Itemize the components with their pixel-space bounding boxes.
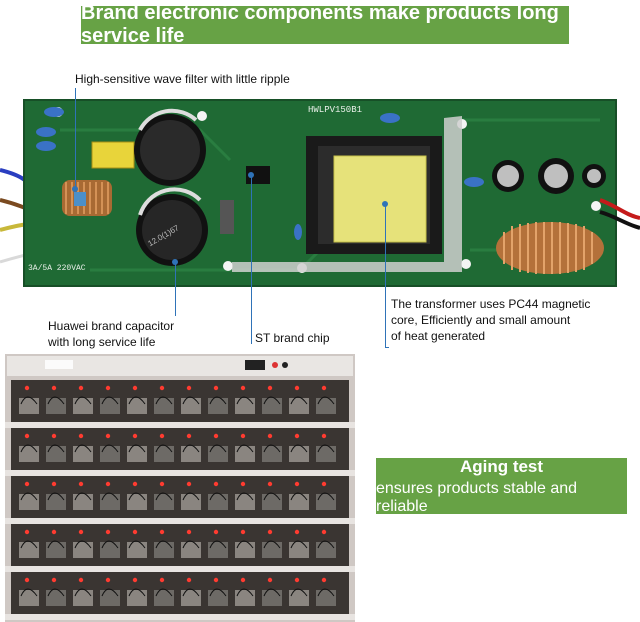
svg-text:HWLPV150B1: HWLPV150B1 xyxy=(308,105,362,115)
leader-line-filter xyxy=(75,88,76,188)
huawei-capacitor: 12.0(1)67 xyxy=(134,108,208,266)
aging-rack-image xyxy=(5,354,355,622)
callout-chip: ST brand chip xyxy=(255,331,330,345)
leader-line-transformer xyxy=(385,204,386,348)
pcb-board-image: HWLPV150B1 3A/5A 220VAC 12.0(1)67 xyxy=(0,99,640,287)
callout-transformer-line3: of heat generated xyxy=(391,329,486,343)
callout-transformer: The transformer uses PC44 magnetic core,… xyxy=(391,296,590,344)
aging-subtitle: ensures products stable and reliable xyxy=(376,479,578,515)
leader-dot-transformer xyxy=(382,201,388,207)
leader-dot-filter xyxy=(72,186,78,192)
filter-inductor xyxy=(62,180,112,216)
transformer xyxy=(306,136,442,254)
callout-transformer-line2: core, Efficiently and small amount xyxy=(391,313,571,327)
svg-text:3A/5A 220VAC: 3A/5A 220VAC xyxy=(28,264,86,273)
title-text: Brand electronic components make product… xyxy=(81,2,559,47)
leader-line-chip xyxy=(251,174,252,344)
leader-dot-chip xyxy=(248,172,254,178)
leader-line-capacitor xyxy=(175,262,176,316)
leader-dot-capacitor xyxy=(172,259,178,265)
aging-test-banner: Aging test ensures products stable and r… xyxy=(376,456,627,515)
callout-wave-filter: High-sensitive wave filter with little r… xyxy=(75,72,290,86)
callout-capacitor: Huawei brand capacitor with long service… xyxy=(48,318,174,350)
callout-capacitor-line1: Huawei brand capacitor xyxy=(48,319,175,333)
callout-transformer-line1: The transformer uses PC44 magnetic xyxy=(391,297,591,311)
st-chip xyxy=(246,166,270,184)
aging-title: Aging test xyxy=(459,456,544,476)
title-banner: Brand electronic components make product… xyxy=(81,2,569,47)
callout-capacitor-line2: with long service life xyxy=(48,335,156,349)
leader-tick-transformer xyxy=(385,347,389,348)
